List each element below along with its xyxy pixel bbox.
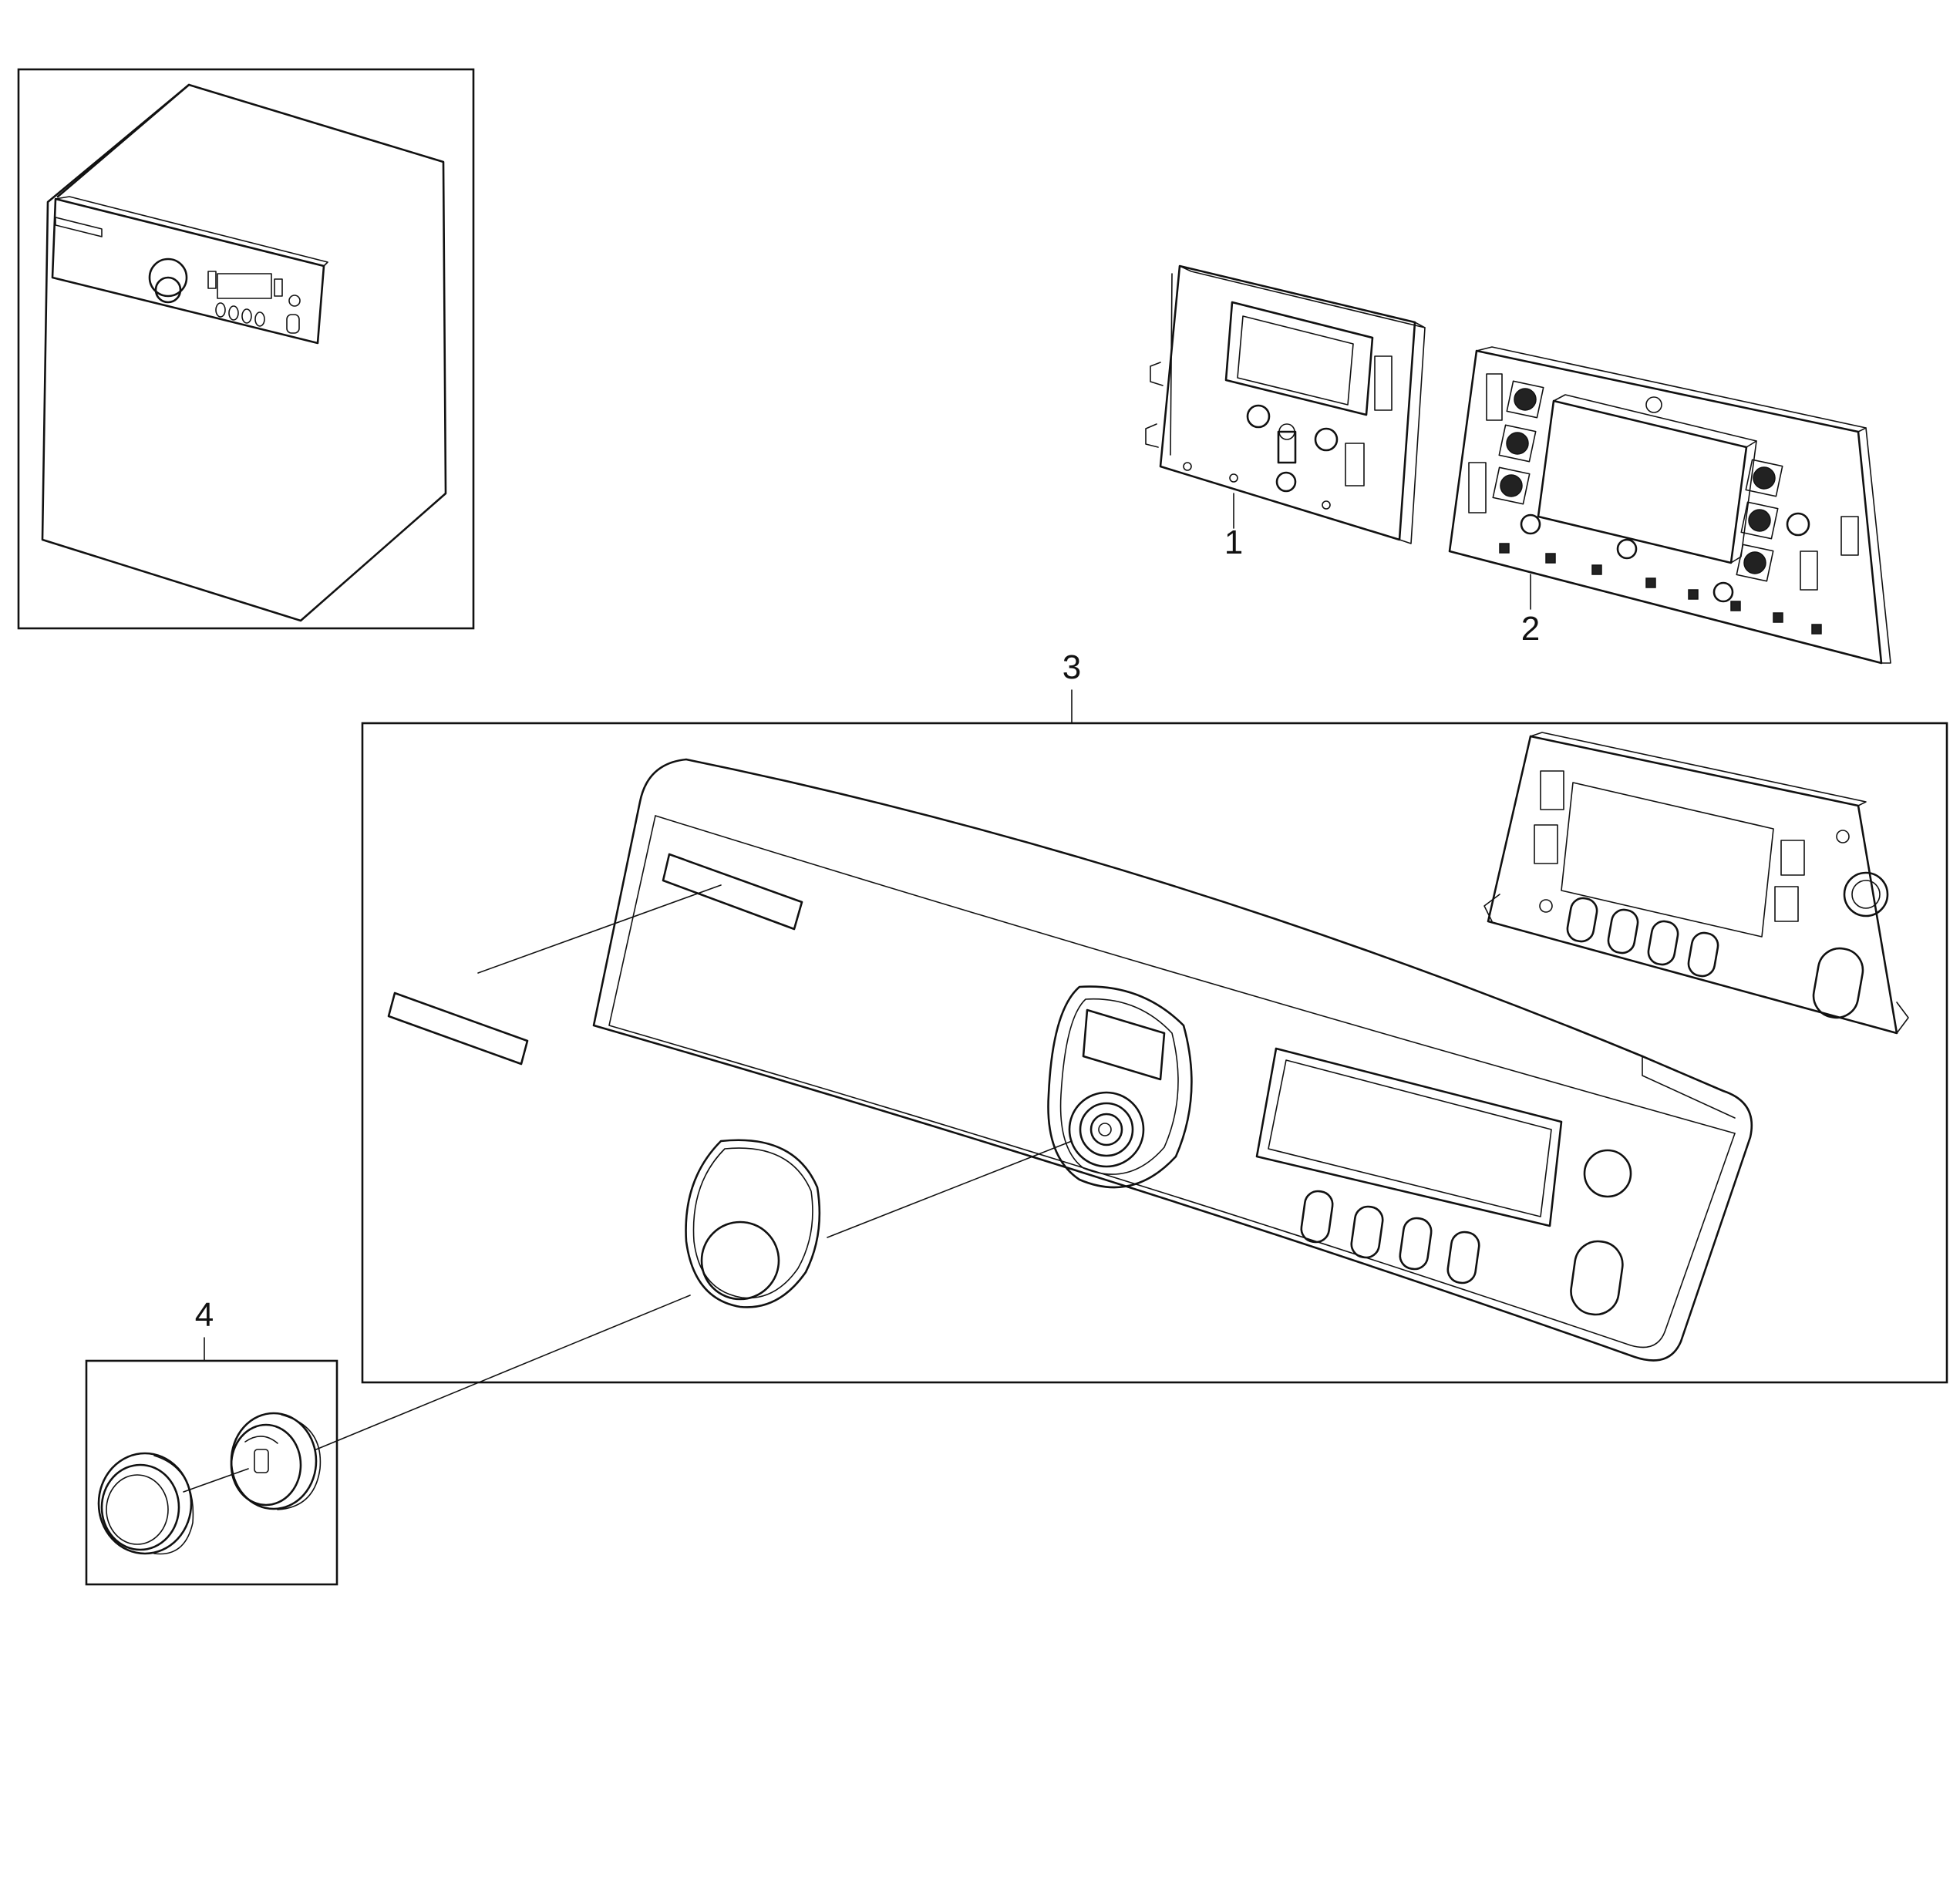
washer-display: [217, 273, 272, 299]
knob-body: [230, 1412, 318, 1510]
knob-ring: [97, 1452, 193, 1555]
callout-4: 4: [195, 1296, 214, 1334]
dial-bezel: [1047, 985, 1193, 1189]
washer-body: [41, 83, 447, 622]
panel-button-4: [1446, 1231, 1480, 1284]
callout-3: 3: [1063, 648, 1081, 686]
panel-button-2: [1350, 1205, 1384, 1259]
dial-encoder-mount: [1068, 1091, 1145, 1168]
knob-cap: [685, 1139, 821, 1308]
pcb-1-display: [1224, 301, 1374, 416]
part-3-pcb: [1483, 732, 1909, 1035]
part-4-knob-assembly: [97, 1295, 691, 1555]
brand-badge: [55, 217, 103, 237]
panel-button-3: [1399, 1217, 1433, 1271]
part-4-frame: [85, 1359, 338, 1586]
callout-1: 1: [1224, 524, 1243, 561]
washer-dial: [148, 258, 188, 298]
part-3-control-panel: [387, 732, 1909, 1362]
pcb-1-board: [1159, 264, 1416, 541]
knob-cap-face: [700, 1220, 780, 1301]
panel-button-1: [1300, 1190, 1334, 1244]
dial-window: [1082, 1008, 1166, 1081]
control-panel-shell: [592, 758, 1753, 1362]
panel-power-button: [1583, 1149, 1632, 1198]
part-1-pcb: [1145, 264, 1426, 544]
panel-logo-badge: [662, 853, 803, 931]
appliance-overview: [17, 68, 475, 630]
pcb-1-encoder: [1277, 430, 1297, 464]
callout-2: 2: [1521, 610, 1540, 648]
part-3-pcb-display: [1561, 782, 1774, 938]
overview-frame: [17, 68, 475, 630]
washer-control-panel: [51, 197, 325, 345]
panel-start-button: [1570, 1240, 1624, 1316]
part-2-pcb: [1448, 346, 1891, 665]
part-3-assembly-frame: [361, 722, 1948, 1384]
loose-logo-badge: [387, 992, 529, 1066]
panel-display-window: [1255, 1047, 1563, 1227]
